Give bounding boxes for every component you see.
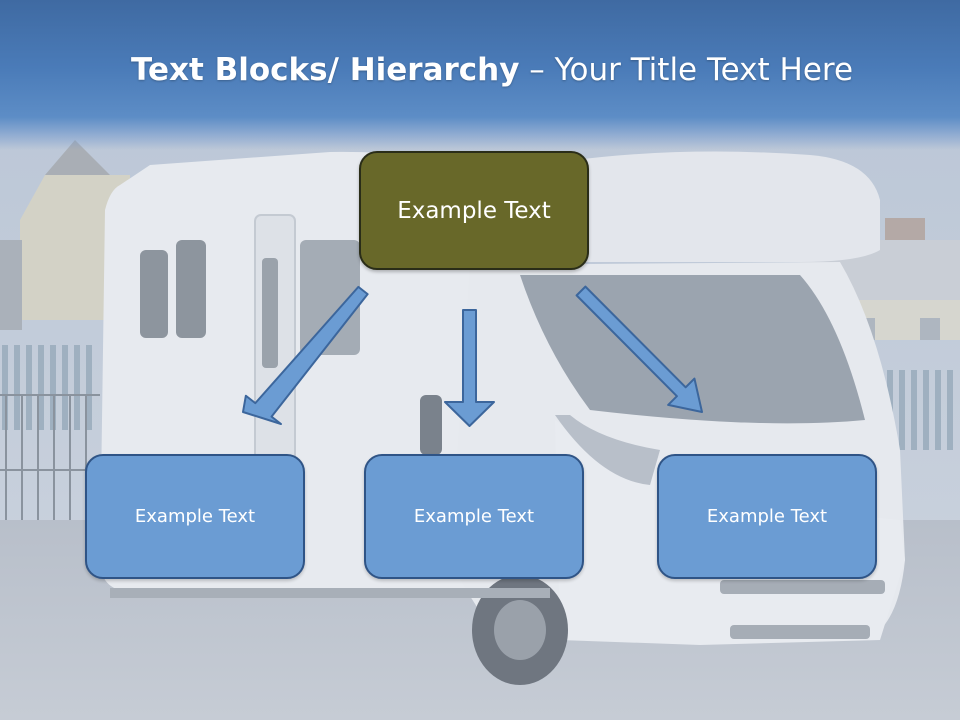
child-box-label: Example Text <box>413 506 535 527</box>
top-level-box: Example Text <box>359 151 589 270</box>
arrow-left <box>242 285 369 426</box>
child-box-label: Example Text <box>134 506 256 527</box>
child-box-right: Example Text <box>657 454 877 579</box>
slide-title-bold: Text Blocks/ Hierarchy <box>130 52 520 88</box>
slide-title-rest: – Your Title Text Here <box>519 52 854 88</box>
top-level-box-label: Example Text <box>397 197 551 224</box>
child-box-left: Example Text <box>85 454 305 579</box>
arrow-center <box>444 309 495 427</box>
child-box-center: Example Text <box>364 454 584 579</box>
slide-title: Text Blocks/ Hierarchy – Your Title Text… <box>0 52 960 88</box>
title-band <box>0 0 960 150</box>
arrow-right <box>575 285 703 413</box>
child-box-label: Example Text <box>706 506 828 527</box>
